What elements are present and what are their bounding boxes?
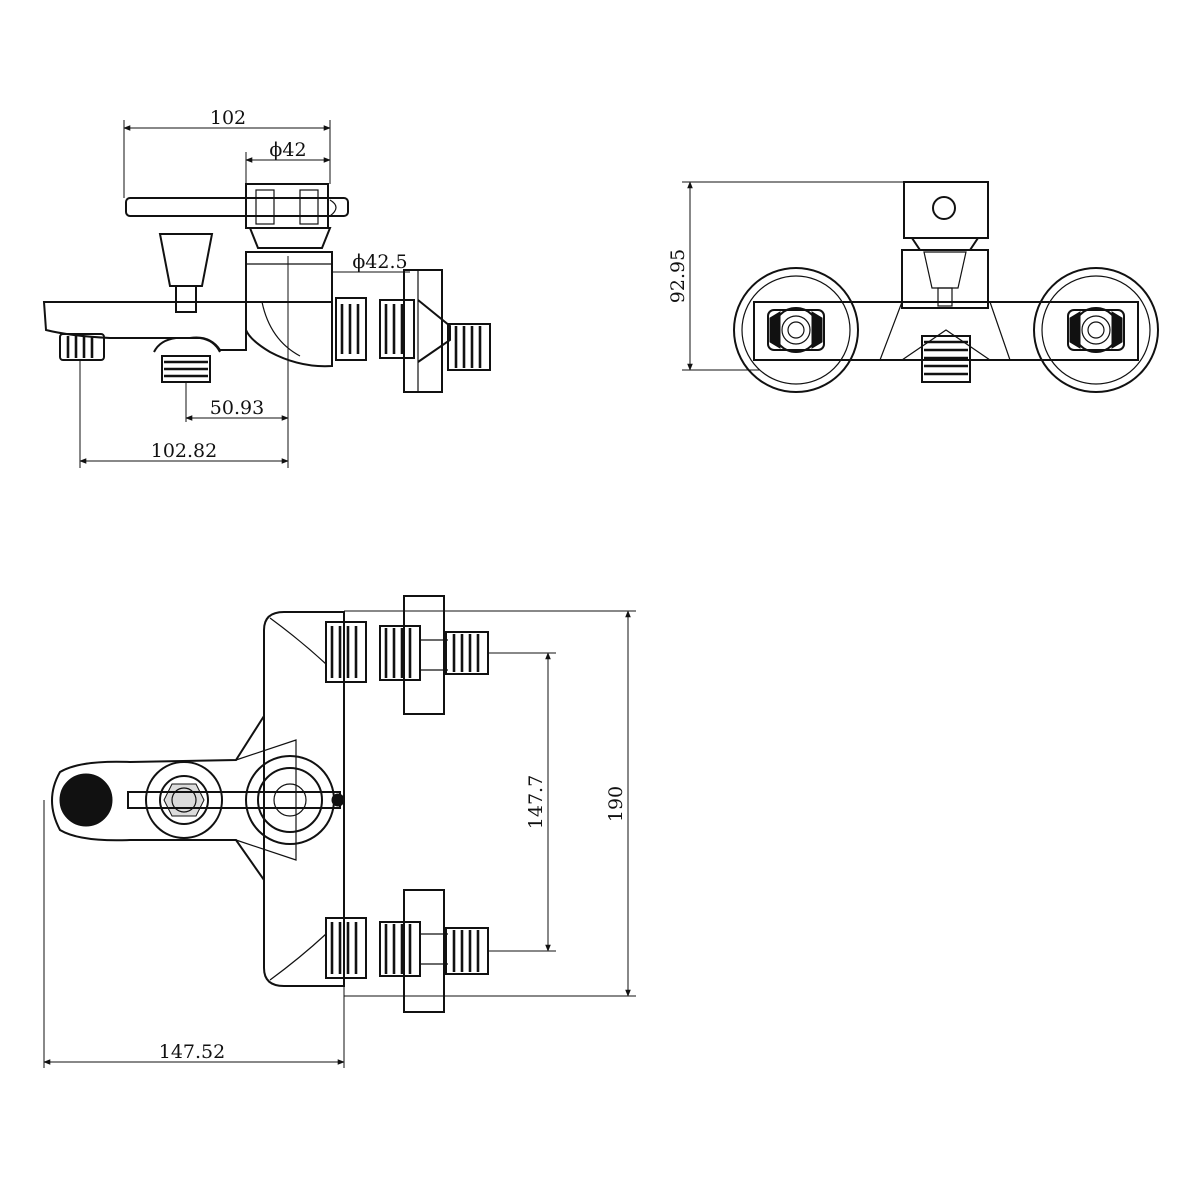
mixer-body — [753, 301, 1139, 361]
dim-label: 102 — [210, 107, 246, 129]
cartridge-housing — [245, 251, 333, 303]
dim-label: 190 — [605, 786, 627, 822]
shower-outlet — [153, 337, 221, 383]
left-flange — [733, 267, 859, 393]
dim-label: 147.7 — [525, 775, 547, 829]
dim-label: ϕ42.5 — [352, 251, 407, 273]
valve-body — [245, 301, 333, 368]
dim-label: 147.52 — [159, 1041, 225, 1063]
spout-body — [42, 301, 247, 351]
handle-lever — [125, 183, 349, 229]
aerator — [59, 333, 105, 361]
top-view: 147.7 190 147.52 — [43, 595, 636, 1068]
dim-overall-width: 190 — [344, 610, 636, 997]
side-view: 102 ϕ42 ϕ42.5 50.93 102.82 — [42, 107, 491, 468]
front-view: 92.95 — [667, 181, 1159, 393]
dim-label: 50.93 — [210, 397, 264, 419]
upper-inlet — [325, 595, 489, 715]
dim-total-depth: 147.52 — [43, 800, 345, 1068]
inlet-nut — [335, 297, 415, 361]
dim-body-diameter: ϕ42 — [245, 139, 331, 184]
dim-cartridge-diameter: ϕ42.5 — [332, 251, 410, 273]
lower-inlet — [325, 889, 489, 1013]
dim-inlet-spacing: 147.7 — [488, 652, 556, 952]
dim-label: ϕ42 — [269, 139, 306, 161]
diverter-knob — [158, 233, 214, 313]
spout-top — [51, 712, 345, 884]
right-flange — [1033, 267, 1159, 393]
dim-height: 92.95 — [667, 181, 904, 371]
eccentric-connector — [403, 269, 491, 393]
dim-label: 102.82 — [151, 440, 217, 462]
handle-neck — [248, 227, 332, 249]
cartridge-front — [901, 181, 989, 309]
dim-outlet-offset: 50.93 — [185, 256, 289, 468]
dim-spout-projection: 102.82 — [79, 360, 289, 468]
bottom-outlet-front — [921, 335, 971, 383]
dim-label: 92.95 — [667, 249, 689, 303]
